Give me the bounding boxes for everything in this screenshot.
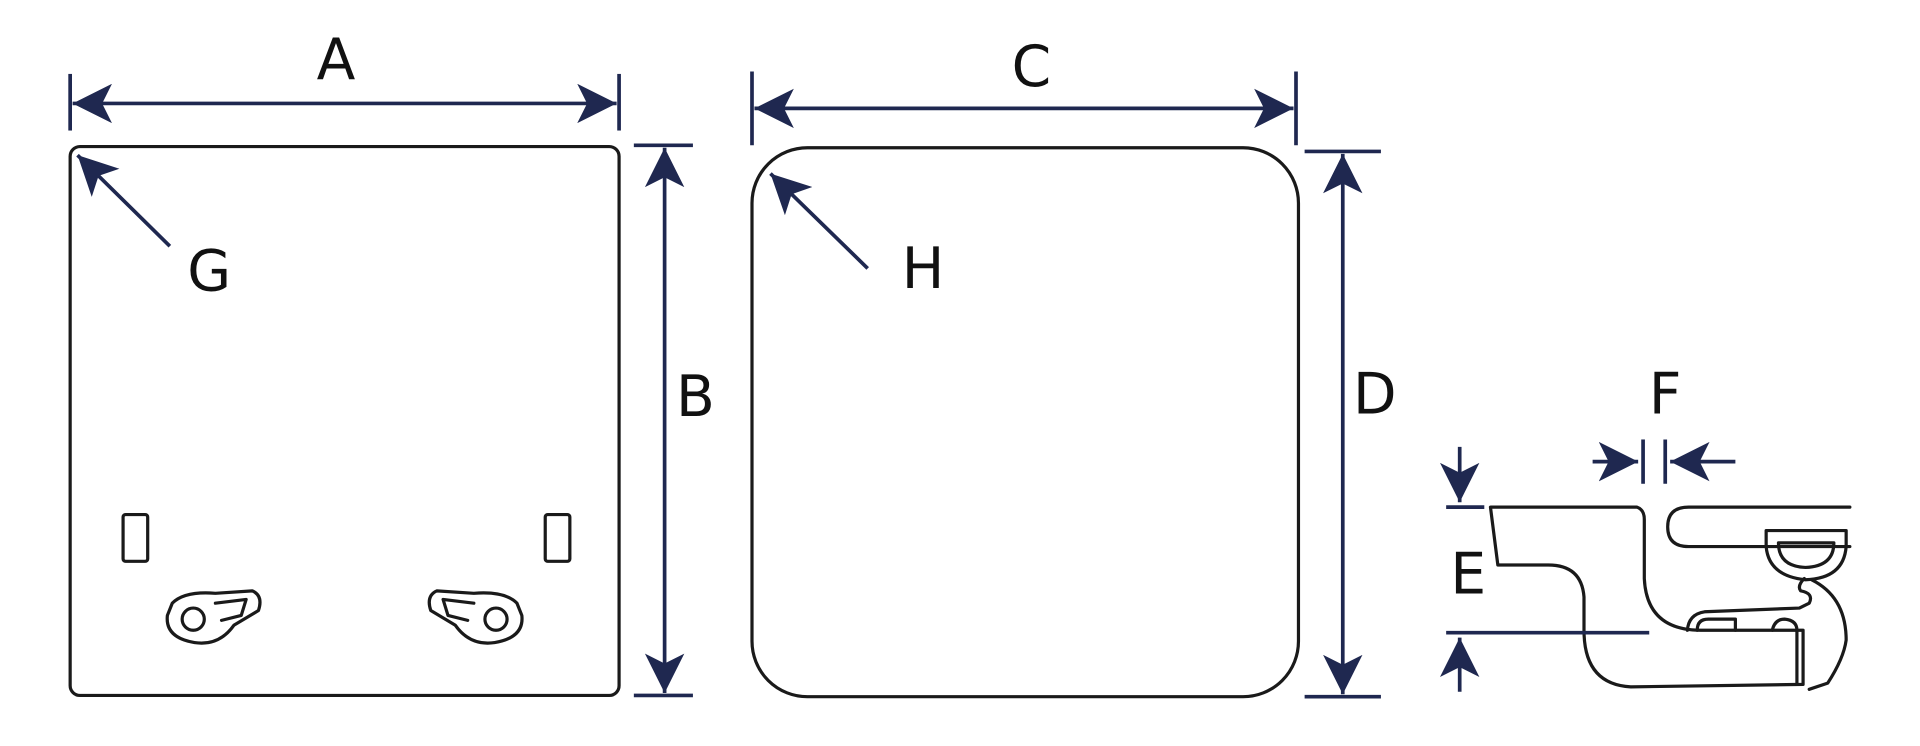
dimension-C: C — [750, 34, 1298, 146]
label-C: C — [1012, 34, 1052, 100]
label-F: F — [1649, 362, 1682, 428]
dimension-A: A — [68, 27, 621, 131]
label-H: H — [902, 236, 945, 302]
dimension-F: F — [1592, 362, 1736, 484]
dimension-D: D — [1304, 149, 1397, 699]
slot-left — [121, 512, 150, 563]
dimension-H: H — [769, 172, 945, 302]
slot-right — [543, 512, 572, 563]
label-E: E — [1450, 541, 1486, 607]
label-G: G — [187, 239, 231, 305]
square-hatch-panel — [68, 144, 621, 698]
label-B: B — [676, 364, 715, 430]
latch-right — [427, 589, 524, 645]
label-A: A — [317, 27, 356, 93]
label-D: D — [1353, 362, 1397, 428]
cross-section-profile — [1488, 505, 1852, 691]
dimension-G: G — [76, 153, 231, 305]
rounded-hatch-panel — [750, 146, 1301, 699]
dimension-E: E — [1440, 446, 1650, 692]
dimension-B: B — [633, 143, 715, 698]
latch-left — [165, 589, 262, 645]
